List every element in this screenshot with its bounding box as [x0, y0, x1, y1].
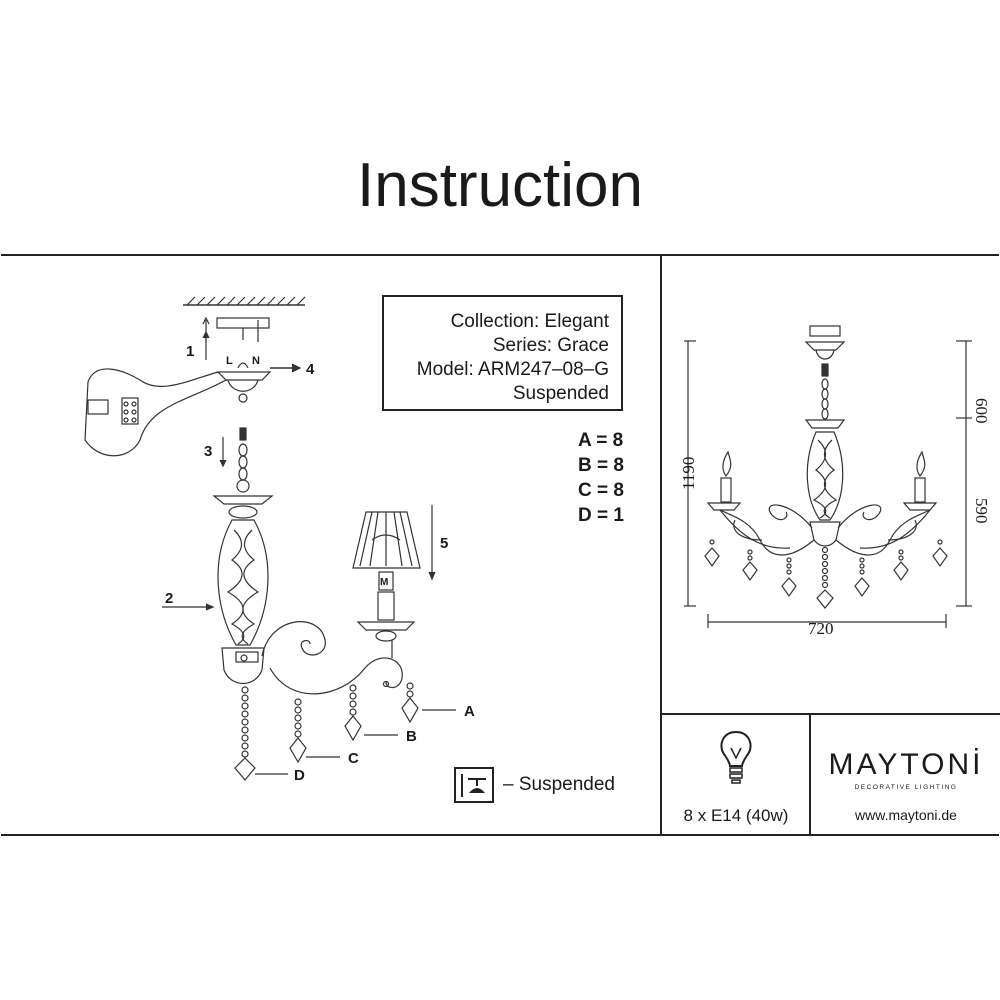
callout-b: B	[406, 728, 417, 745]
dim-body-height: 590	[972, 498, 991, 524]
step-1-label: 1	[186, 343, 194, 360]
part-count-b: B = 8	[578, 455, 624, 476]
candle-arm	[261, 621, 403, 695]
callout-c: C	[348, 750, 359, 767]
brand-tagline: DECORATIVE LIGHTING	[854, 784, 958, 791]
collection-text: Collection: Elegant	[450, 311, 609, 332]
dim-chain-length: 600	[972, 398, 991, 424]
candle-holder	[352, 511, 421, 642]
divider-bottom-right	[662, 713, 1000, 715]
page-title: Instruction	[356, 151, 644, 220]
legend-suspended-text: – Suspended	[503, 774, 615, 795]
canopy	[216, 362, 302, 403]
step-3-label: 3	[204, 443, 212, 460]
series-text: Series: Grace	[492, 335, 609, 356]
ceiling-hatch	[183, 296, 306, 306]
dim-total-height: 1190	[679, 457, 698, 490]
part-count-a: A = 8	[578, 430, 624, 451]
part-count-c: C = 8	[578, 480, 624, 501]
instruction-frame	[1, 254, 999, 836]
part-count-d: D = 1	[578, 505, 624, 526]
suspended-mount-icon	[454, 767, 494, 803]
product-info-box: Collection: Elegant Series: Grace Model:…	[382, 295, 623, 411]
candle-bulb-mark: M	[380, 577, 388, 588]
mounting-bracket	[202, 316, 270, 342]
callout-a: A	[464, 703, 475, 720]
step-5-label: 5	[440, 535, 448, 552]
dim-width: 720	[808, 619, 834, 638]
parts-count-list: A = 8 B = 8 C = 8 D = 1	[578, 428, 624, 528]
divider-bulb-brand	[809, 714, 811, 836]
chandelier-overview	[684, 325, 972, 628]
mount-type-text: Suspended	[512, 383, 609, 404]
wire-n-label: N	[252, 355, 260, 367]
bulb-spec-text: 8 x E14 (40w)	[683, 806, 789, 825]
step-4-label: 4	[306, 361, 315, 378]
brand-logo: MAYTONİ	[828, 748, 984, 781]
brand-url: www.maytoni.de	[855, 807, 957, 823]
wiring-detail	[84, 368, 227, 457]
central-column	[212, 495, 274, 685]
callout-d: D	[294, 767, 305, 784]
suspension-chain	[236, 427, 250, 493]
divider-main	[660, 254, 662, 836]
step-2-label: 2	[165, 590, 173, 607]
light-bulb-icon	[716, 728, 756, 788]
wire-l-label: L	[226, 355, 233, 367]
crystal-strands	[234, 680, 419, 781]
model-text: Model: ARM247–08–G	[416, 359, 609, 380]
